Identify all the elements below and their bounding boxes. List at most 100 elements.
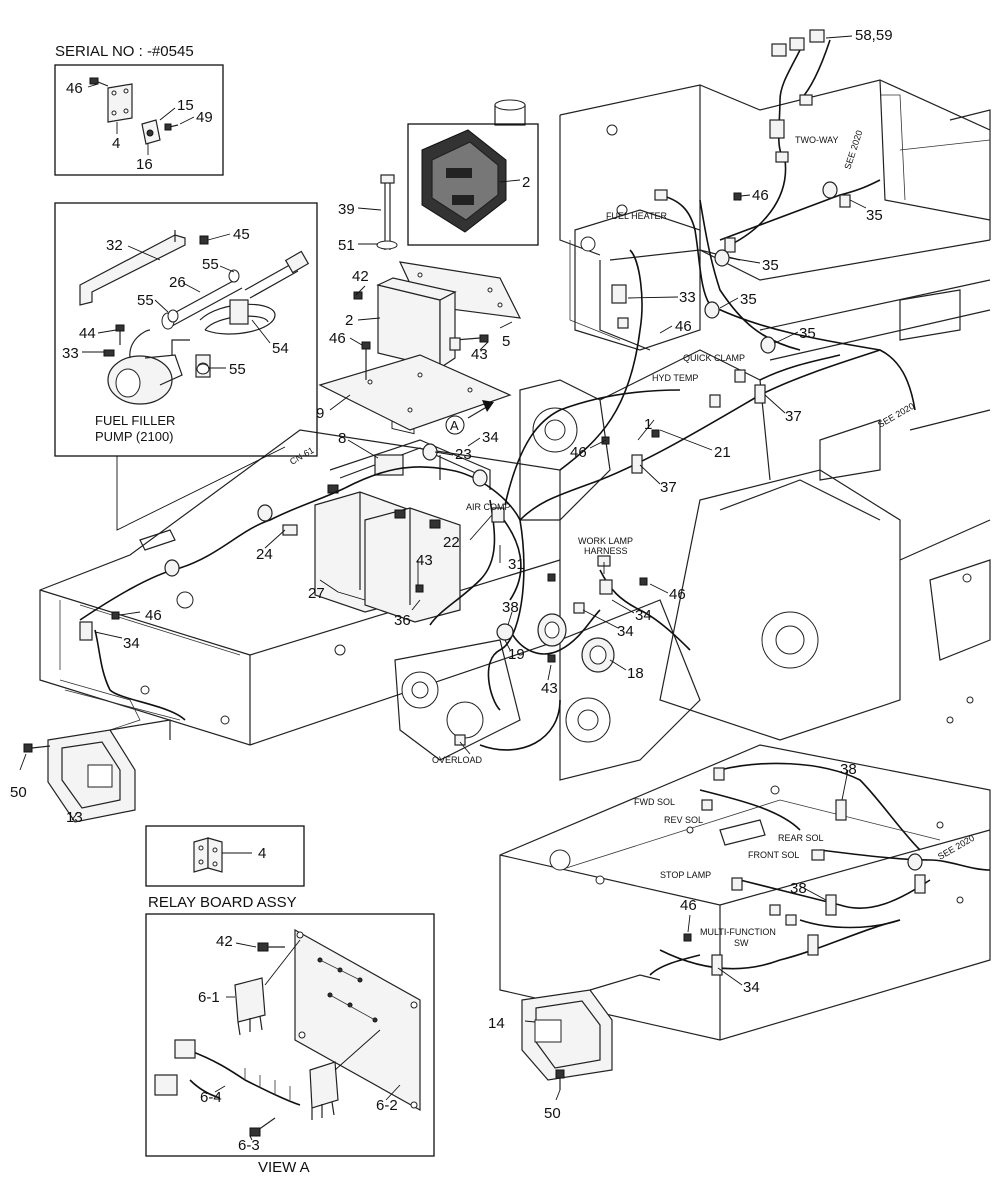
label-see-2020-a: SEE 2020 bbox=[842, 129, 864, 171]
batteries bbox=[314, 439, 491, 623]
view-a-title: VIEW A bbox=[258, 1159, 310, 1176]
part-46-g: 46 bbox=[680, 897, 697, 914]
part-18: 18 bbox=[627, 665, 644, 682]
part-42-view: 42 bbox=[216, 933, 233, 950]
part-19: 19 bbox=[508, 646, 525, 663]
ecu-assembly bbox=[318, 174, 522, 435]
label-multi-function-2: SW bbox=[734, 938, 749, 948]
part-8: 8 bbox=[338, 430, 346, 447]
part-6-2: 6-2 bbox=[376, 1097, 398, 1114]
part-6-1: 6-1 bbox=[198, 989, 220, 1006]
part-50-a: 50 bbox=[10, 784, 27, 801]
view-a-arrow bbox=[445, 400, 494, 435]
part-33-main: 33 bbox=[679, 289, 696, 306]
label-cn-61: CN-61 bbox=[288, 445, 316, 467]
label-fuel-heater: FUEL HEATER bbox=[606, 211, 668, 221]
part-31: 31 bbox=[508, 556, 525, 573]
fuel-pump-pointer bbox=[116, 446, 286, 531]
part-24: 24 bbox=[256, 546, 273, 563]
label-air-comp: AIR COMP bbox=[466, 502, 511, 512]
label-multi-function-1: MULTI-FUNCTION bbox=[700, 927, 776, 937]
part-14: 14 bbox=[488, 1015, 505, 1032]
base-frame-right bbox=[499, 744, 991, 1041]
label-fwd-sol: FWD SOL bbox=[634, 797, 675, 807]
part-4: 4 bbox=[112, 135, 120, 152]
part-2-cover: 2 bbox=[522, 174, 530, 191]
part-number-text: 58,59 46 4 15 49 16 2 39 51 42 2 46 5 43… bbox=[10, 27, 893, 1154]
lamp-14 bbox=[521, 974, 661, 1101]
label-work-lamp-1: WORK LAMP bbox=[578, 536, 633, 546]
part-22: 22 bbox=[443, 534, 460, 551]
headers-text: SERIAL NO : -#0545 FUEL FILLER PUMP (210… bbox=[55, 43, 459, 1176]
part-21: 21 bbox=[714, 444, 731, 461]
part-35-c: 35 bbox=[740, 291, 757, 308]
part-4-relay: 4 bbox=[258, 845, 266, 862]
part-38-c: 38 bbox=[790, 880, 807, 897]
label-two-way: TWO-WAY bbox=[795, 135, 839, 145]
part-43-a: 43 bbox=[471, 346, 488, 363]
fuel-filler-caption-1: FUEL FILLER bbox=[95, 413, 175, 428]
label-overload: OVERLOAD bbox=[432, 755, 483, 765]
view-a-marker: A bbox=[450, 418, 459, 433]
label-front-sol: FRONT SOL bbox=[748, 850, 799, 860]
part-46-f: 46 bbox=[669, 586, 686, 603]
lamp-13 bbox=[19, 719, 171, 823]
label-see-2020-c: SEE 2020 bbox=[936, 833, 976, 862]
part-35-b: 35 bbox=[762, 257, 779, 274]
part-49: 49 bbox=[196, 109, 213, 126]
label-rev-sol: REV SOL bbox=[664, 815, 703, 825]
part-46: 46 bbox=[66, 80, 83, 97]
part-46-e: 46 bbox=[145, 607, 162, 624]
part-34-a: 34 bbox=[482, 429, 499, 446]
part-33-pump: 33 bbox=[62, 345, 79, 362]
part-46-b: 46 bbox=[675, 318, 692, 335]
serial-no-header: SERIAL NO : -#0545 bbox=[55, 43, 194, 60]
part-46-c: 46 bbox=[752, 187, 769, 204]
upper-frame-structure bbox=[494, 79, 991, 481]
part-37-b: 37 bbox=[660, 479, 677, 496]
part-54: 54 bbox=[272, 340, 289, 357]
harness-clips bbox=[79, 29, 926, 976]
part-44: 44 bbox=[79, 325, 96, 342]
part-9: 9 bbox=[316, 405, 324, 422]
part-37-a: 37 bbox=[785, 408, 802, 425]
part-55-a: 55 bbox=[202, 256, 219, 273]
part-34-b: 34 bbox=[123, 635, 140, 652]
part-50-b: 50 bbox=[544, 1105, 561, 1122]
part-2-main: 2 bbox=[345, 312, 353, 329]
part-34-c: 34 bbox=[635, 607, 652, 624]
part-26: 26 bbox=[169, 274, 186, 291]
part-16: 16 bbox=[136, 156, 153, 173]
leader-lines bbox=[94, 35, 867, 986]
fuel-filler-caption-2: PUMP (2100) bbox=[95, 429, 174, 444]
part-46-main: 46 bbox=[329, 330, 346, 347]
part-35-a: 35 bbox=[866, 207, 883, 224]
serial-inset bbox=[54, 64, 224, 176]
part-43-c: 43 bbox=[541, 680, 558, 697]
part-46-d: 46 bbox=[570, 444, 587, 461]
base-frame-left bbox=[39, 429, 561, 746]
part-55-c: 55 bbox=[229, 361, 246, 378]
part-39: 39 bbox=[338, 201, 355, 218]
part-23: 23 bbox=[455, 446, 472, 463]
boom-structure bbox=[394, 349, 991, 781]
view-a-inset bbox=[145, 913, 435, 1157]
part-13: 13 bbox=[66, 809, 83, 826]
label-hyd-temp: HYD TEMP bbox=[652, 373, 698, 383]
part-1: 1 bbox=[644, 416, 652, 433]
relay-4-inset bbox=[145, 825, 305, 887]
part-6-4: 6-4 bbox=[200, 1089, 222, 1106]
part-15: 15 bbox=[177, 97, 194, 114]
part-55-b: 55 bbox=[137, 292, 154, 309]
ecu-cover-inset bbox=[407, 123, 539, 246]
fuel-filler-inset bbox=[54, 202, 318, 457]
part-36: 36 bbox=[394, 612, 411, 629]
part-5: 5 bbox=[502, 333, 510, 350]
label-see-2020-b: SEE 2020 bbox=[876, 401, 916, 430]
part-51: 51 bbox=[338, 237, 355, 254]
harness-wiring bbox=[59, 39, 991, 976]
horns bbox=[537, 613, 615, 673]
part-45: 45 bbox=[233, 226, 250, 243]
label-stop-lamp: STOP LAMP bbox=[660, 870, 711, 880]
part-6-3: 6-3 bbox=[238, 1137, 260, 1154]
